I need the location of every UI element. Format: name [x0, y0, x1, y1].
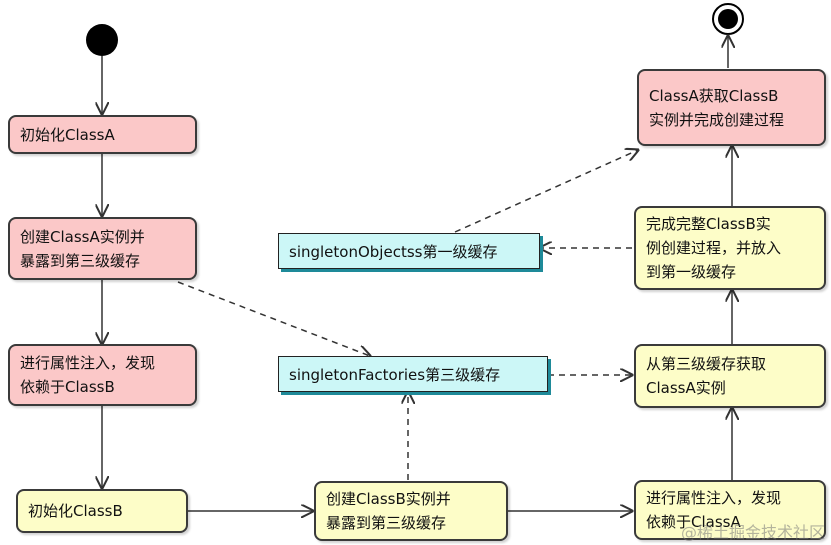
dashed-objects-to-a-gets-b — [454, 150, 638, 233]
node-get-classa-from-l3: 从第三级缓存获取 ClassA实例 — [634, 344, 826, 408]
node-classa-gets-classb-label: ClassA获取ClassB 实例并完成创建过程 — [649, 86, 785, 129]
node-inject-classa-label: 进行属性注入，发现 依赖于ClassB — [20, 354, 156, 396]
watermark: @稀土掘金技术社区 — [680, 523, 825, 542]
flow-arrows — [102, 36, 732, 511]
end-node — [712, 3, 744, 35]
node-complete-classb-label: 完成完整ClassB实 例创建过程，并放入 到第一级缓存 — [646, 215, 782, 281]
dashed-arrows — [177, 150, 638, 480]
cache-singleton-objects: singletonObjectss第一级缓存 — [278, 233, 540, 269]
start-node — [86, 24, 118, 56]
node-inject-classa: 进行属性注入，发现 依赖于ClassB — [8, 344, 197, 406]
cache-singleton-factories: singletonFactories第三级缓存 — [278, 356, 548, 392]
node-init-classa-label: 初始化ClassA — [20, 125, 115, 144]
node-get-classa-from-l3-label: 从第三级缓存获取 ClassA实例 — [646, 355, 767, 397]
cache-singleton-factories-label: singletonFactories第三级缓存 — [289, 365, 501, 384]
node-classa-gets-classb: ClassA获取ClassB 实例并完成创建过程 — [637, 69, 826, 146]
node-create-classb-label: 创建ClassB实例并 暴露到第三级缓存 — [326, 490, 451, 532]
node-create-classa: 创建ClassA实例并 暴露到第三级缓存 — [8, 217, 197, 280]
node-inject-classb: 进行属性注入，发现 依赖于ClassA — [634, 480, 826, 540]
node-complete-classb: 完成完整ClassB实 例创建过程，并放入 到第一级缓存 — [634, 206, 826, 290]
node-init-classb: 初始化ClassB — [16, 489, 188, 533]
node-init-classb-label: 初始化ClassB — [28, 502, 123, 520]
dashed-create-a-to-factories — [177, 281, 370, 356]
node-inject-classb-label: 进行属性注入，发现 依赖于ClassA — [646, 489, 782, 531]
node-create-classb: 创建ClassB实例并 暴露到第三级缓存 — [314, 481, 508, 541]
node-init-classa: 初始化ClassA — [8, 115, 197, 154]
cache-singleton-objects-label: singletonObjectss第一级缓存 — [289, 242, 498, 261]
node-create-classa-label: 创建ClassA实例并 暴露到第三级缓存 — [20, 227, 145, 270]
